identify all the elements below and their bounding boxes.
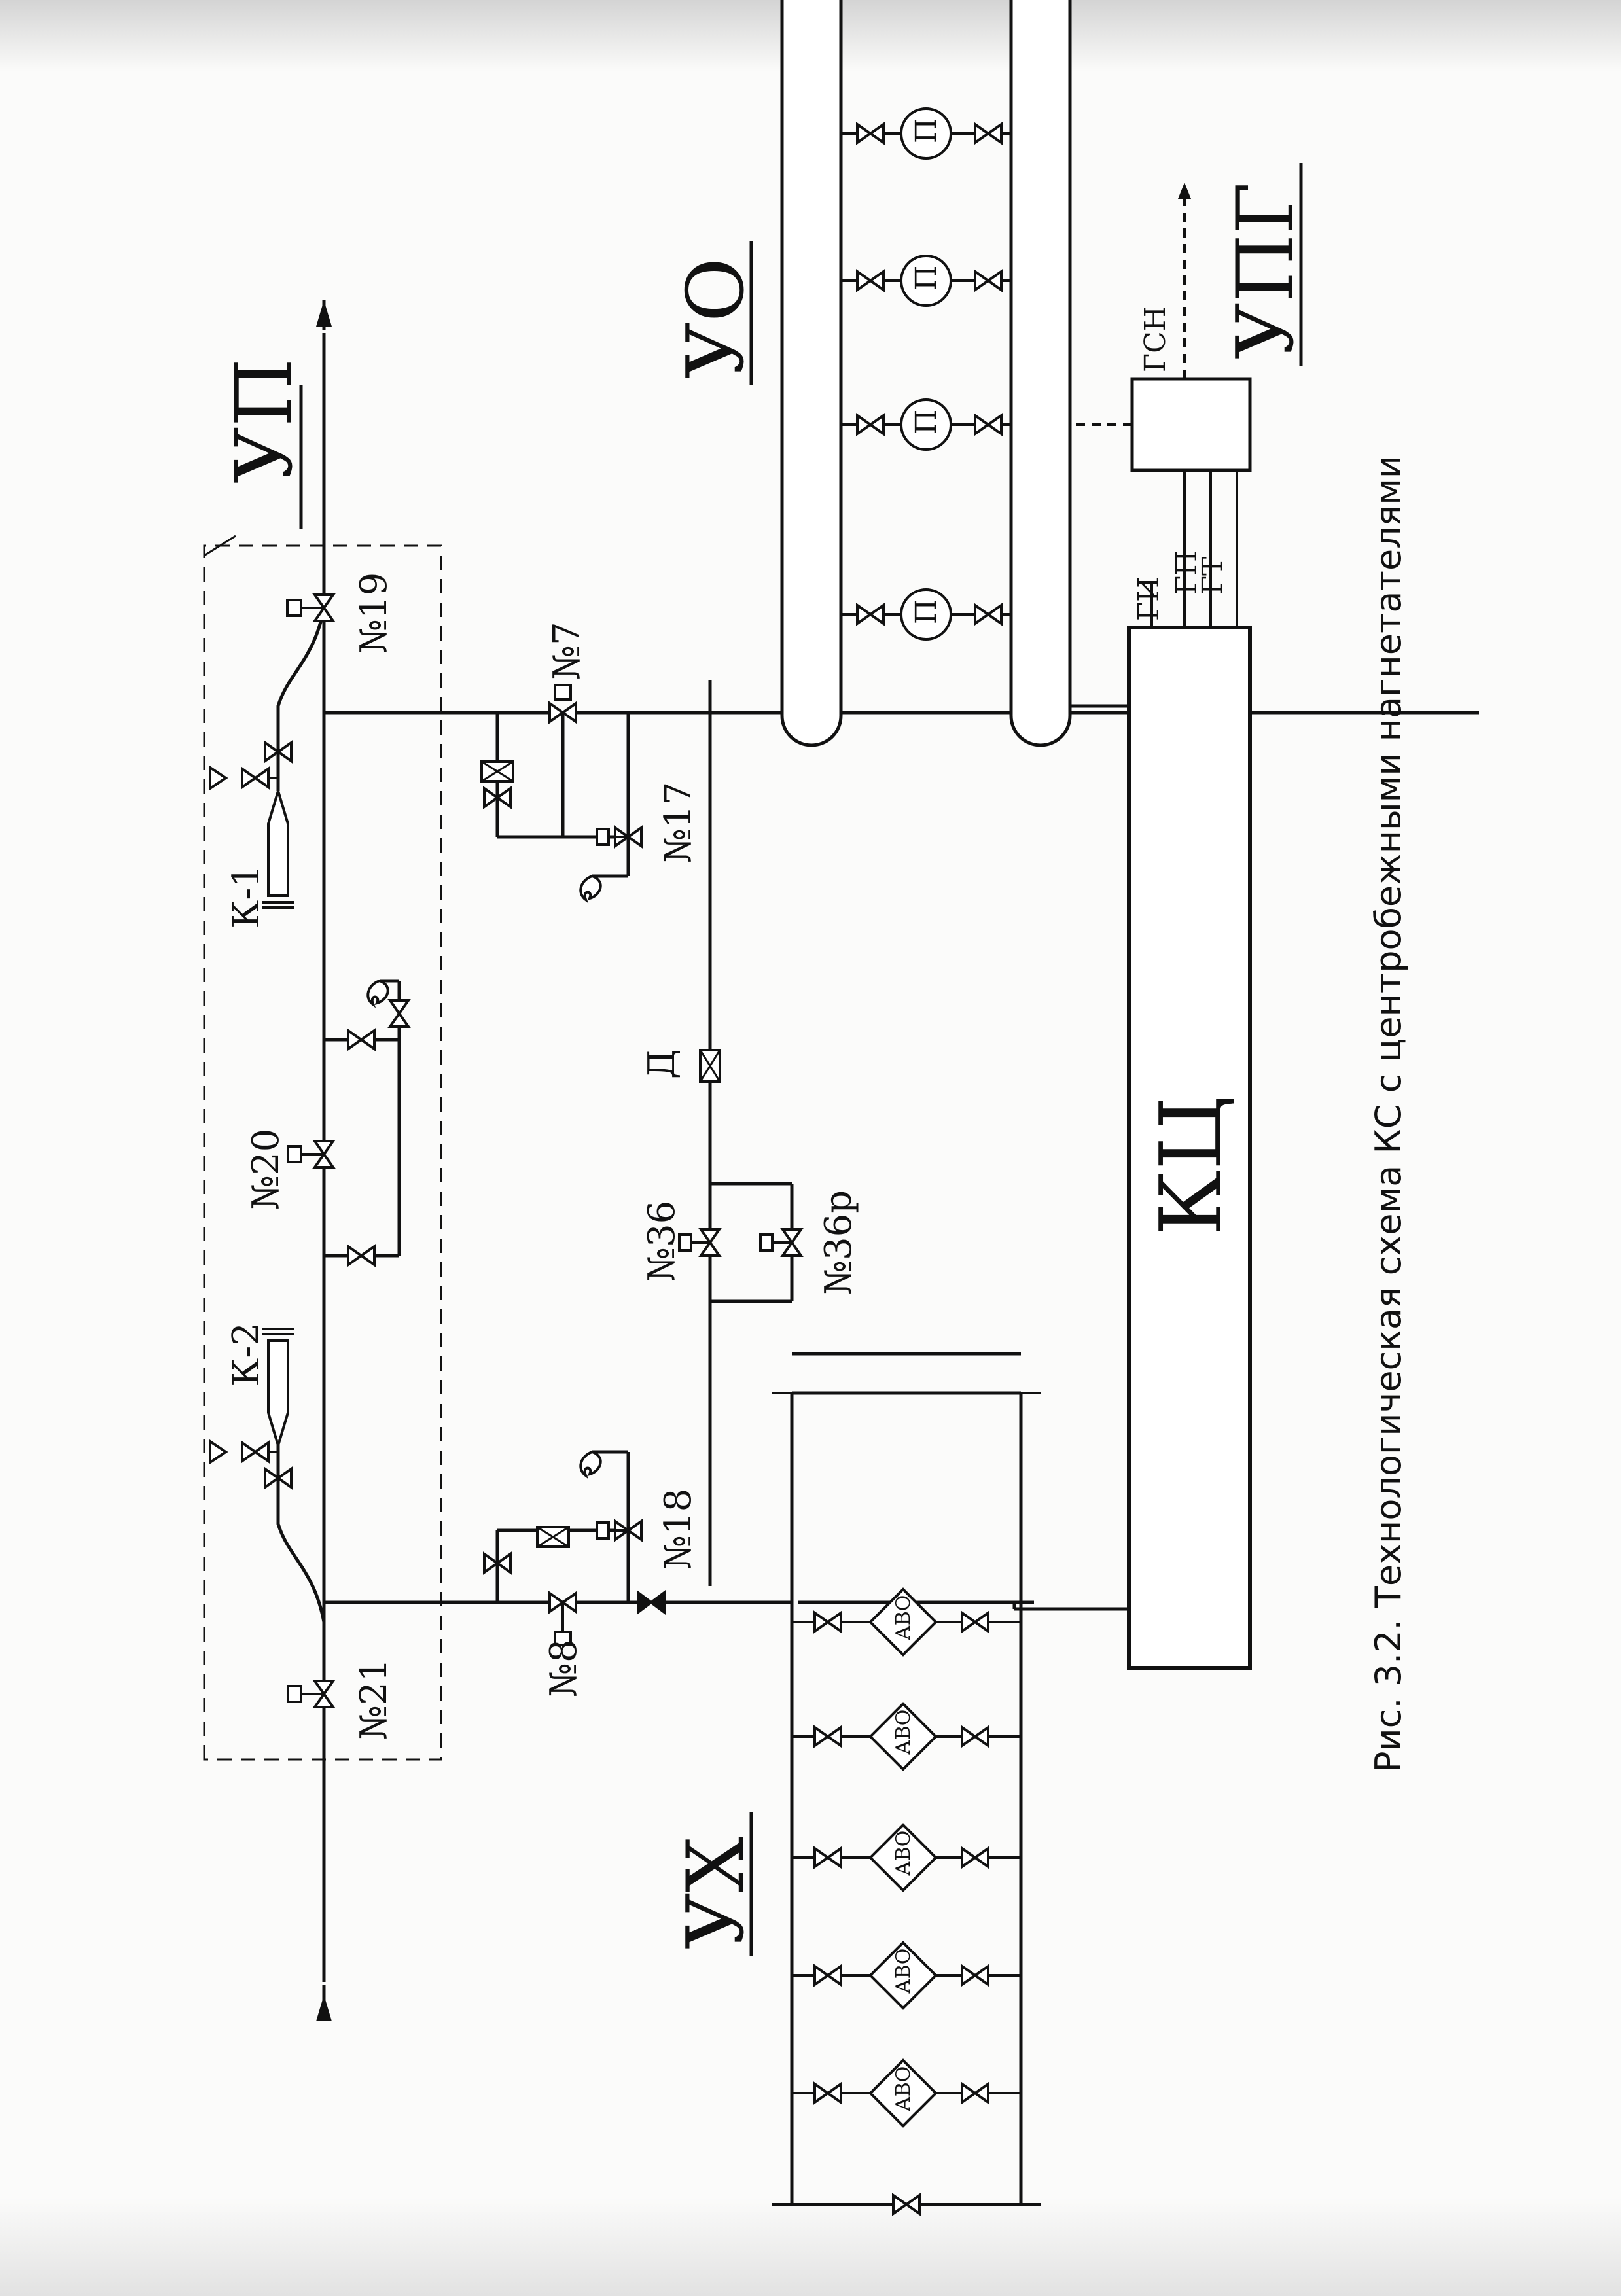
abo-label-3: АВО bbox=[892, 1831, 915, 1876]
valve-8-filter-icon bbox=[536, 1526, 570, 1548]
k1-vent-valve-icon bbox=[241, 768, 270, 788]
pump-label-2: П bbox=[910, 410, 943, 434]
label-up: УП bbox=[219, 359, 310, 484]
abo-cooler-block bbox=[772, 1352, 1041, 2215]
label-valve-17: №17 bbox=[657, 782, 700, 863]
pump-label-3: П bbox=[910, 266, 943, 291]
up-leader-line bbox=[204, 535, 236, 557]
label-ux: УХ bbox=[671, 1837, 762, 1949]
d-filter-icon bbox=[699, 1049, 721, 1083]
k2-vent-icon bbox=[209, 1440, 227, 1464]
inflow-arrow bbox=[316, 300, 332, 327]
k2-bypass-line bbox=[276, 1445, 326, 1623]
gsn-unit bbox=[1130, 377, 1252, 472]
scan-shadow-bottom bbox=[0, 2198, 1621, 2296]
label-valve-36r: №36р bbox=[817, 1190, 860, 1295]
label-kc: КЦ bbox=[1141, 1096, 1241, 1236]
valve-20-bypass bbox=[324, 979, 401, 1258]
label-gi: ГИ bbox=[1132, 576, 1166, 621]
outflow-arrow bbox=[316, 1995, 332, 2021]
abo-label-2: АВО bbox=[892, 1710, 915, 1755]
pump-label-1: П bbox=[910, 599, 943, 624]
abo-label-1: АВО bbox=[892, 1595, 915, 1640]
label-valve-20: №20 bbox=[245, 1129, 287, 1210]
label-valve-36: №36 bbox=[641, 1201, 683, 1282]
flare-icon bbox=[366, 980, 389, 1006]
label-valve-19: №19 bbox=[353, 573, 395, 654]
compressor-inlet-line bbox=[324, 680, 1479, 715]
uo-separator-block bbox=[780, 0, 1072, 747]
check-valve-icon bbox=[637, 1590, 666, 1615]
label-gt: ГТ bbox=[1196, 557, 1230, 595]
label-k1: К-1 bbox=[225, 864, 268, 928]
k2-vent-valve-icon bbox=[241, 1441, 270, 1462]
k1-launcher-icon bbox=[267, 786, 289, 897]
figure-caption: Рис. 3.2. Технологическая схема КС с цен… bbox=[1368, 455, 1409, 1773]
label-gsn: ГСН bbox=[1139, 306, 1172, 372]
k1-bypass-line bbox=[276, 607, 326, 791]
label-valve-8: №8 bbox=[543, 1639, 585, 1697]
flare-17-icon bbox=[579, 875, 602, 901]
label-valve-18: №18 bbox=[657, 1489, 700, 1570]
k2-launcher-icon bbox=[267, 1339, 289, 1450]
valve-7-filter-icon bbox=[480, 760, 514, 783]
pump-label-4: П bbox=[910, 118, 943, 143]
k1-vent-icon bbox=[209, 766, 227, 790]
label-valve-7: №7 bbox=[546, 622, 588, 680]
label-k2: К-2 bbox=[225, 1322, 268, 1386]
label-upg: УПГ bbox=[1220, 182, 1311, 359]
abo-label-4: АВО bbox=[892, 1949, 915, 1994]
label-uo: УО bbox=[671, 258, 762, 379]
kc-compressor-shop bbox=[1127, 626, 1252, 1670]
flare-18-icon bbox=[579, 1451, 602, 1477]
label-valve-21: №21 bbox=[353, 1659, 395, 1740]
uo-separator-top bbox=[780, 0, 843, 747]
abo-label-5: АВО bbox=[892, 2066, 915, 2111]
label-d: Д bbox=[641, 1049, 683, 1079]
label-gp: ГП bbox=[1170, 550, 1203, 595]
uo-separator-bottom bbox=[1009, 0, 1072, 747]
node-connection-zone bbox=[203, 544, 442, 1761]
